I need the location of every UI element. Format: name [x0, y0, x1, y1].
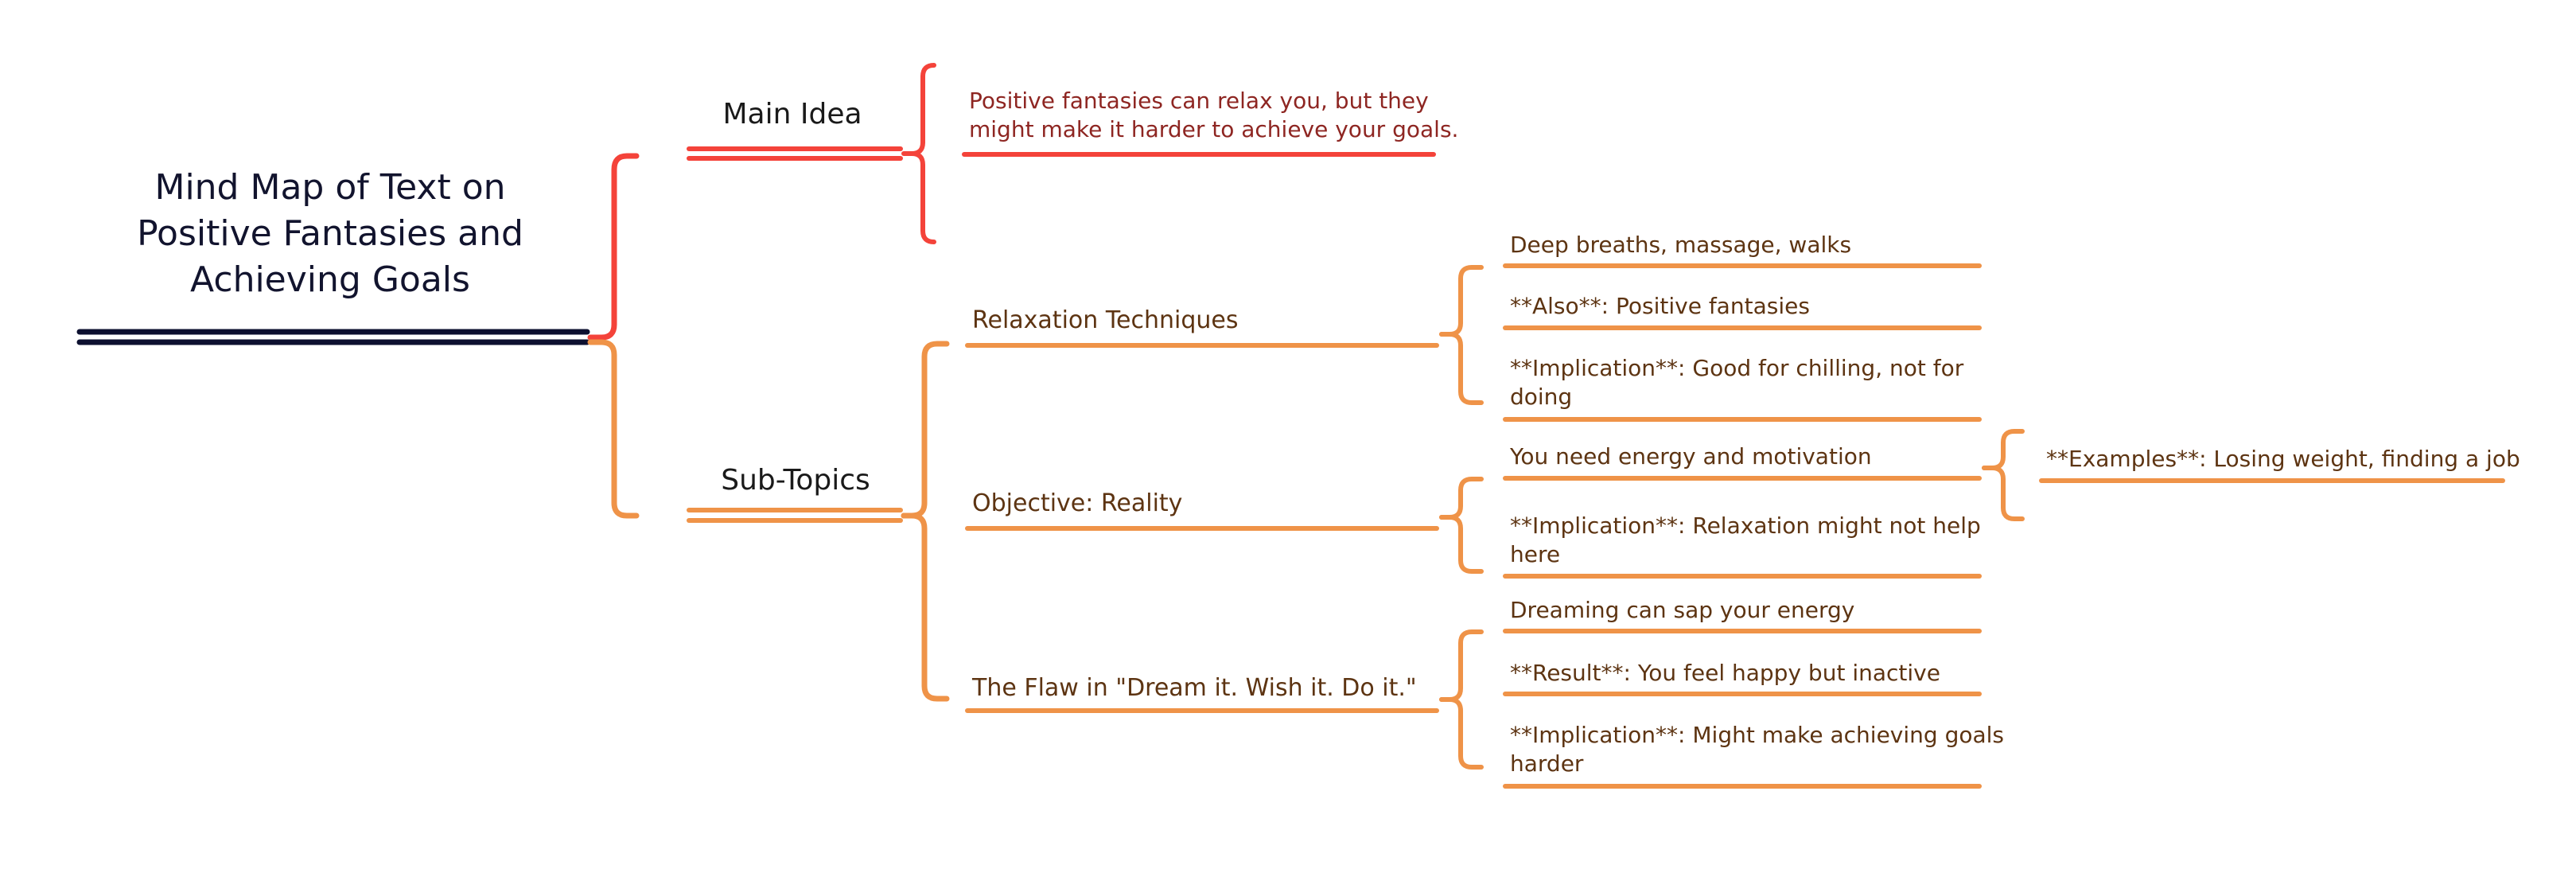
leaf-result-happy-inactive-label: **Result**: You feel happy but inactive: [1510, 660, 1940, 686]
root-label-line-2: Positive Fantasies and: [137, 213, 523, 254]
the-flaw-brace: [1439, 629, 1484, 770]
node-relaxation-techniques-label: Relaxation Techniques: [972, 306, 1239, 334]
sub-topics-brace-upper: [901, 341, 950, 519]
leaf-deep-breaths-label: Deep breaths, massage, walks: [1510, 232, 1851, 258]
node-relaxation-techniques[interactable]: Relaxation Techniques: [965, 306, 1439, 348]
leaf-implication-chilling-line-1: **Implication**: Good for chilling, not …: [1510, 355, 1964, 381]
node-the-flaw-label: The Flaw in "Dream it. Wish it. Do it.": [971, 674, 1417, 702]
leaf-implication-chilling[interactable]: **Implication**: Good for chilling, not …: [1503, 355, 1982, 422]
leaf-also-positive-fantasies-label: **Also**: Positive fantasies: [1510, 293, 1810, 319]
main-idea-brace: [901, 63, 936, 244]
relaxation-brace-lower: [1439, 332, 1484, 405]
node-objective-reality[interactable]: Objective: Reality: [965, 489, 1439, 531]
leaf-dreaming-sap-energy-label: Dreaming can sap your energy: [1510, 597, 1854, 623]
objective-reality-brace-upper: [1439, 477, 1484, 520]
leaf-implication-harder-line-1: **Implication**: Might make achieving go…: [1510, 722, 2004, 748]
leaf-implication-chilling-line-2: doing: [1510, 384, 1572, 410]
the-flaw-brace-upper: [1439, 629, 1484, 702]
need-energy-brace-upper: [1982, 429, 2025, 470]
leaf-implication-harder-line-2: harder: [1510, 750, 1584, 777]
root-brace-lower-orange: [587, 339, 640, 519]
leaf-implication-relaxation-line-1: **Implication**: Relaxation might not he…: [1510, 512, 1981, 539]
need-energy-brace: [1982, 429, 2025, 521]
branch-sub-topics-label: Sub-Topics: [721, 464, 870, 497]
leaf-main-idea[interactable]: Positive fantasies can relax you, but th…: [962, 88, 1458, 157]
leaf-need-energy-label: You need energy and motivation: [1509, 443, 1872, 470]
objective-reality-brace-lower: [1439, 515, 1484, 574]
leaf-deep-breaths[interactable]: Deep breaths, massage, walks: [1503, 232, 1982, 268]
leaf-need-energy[interactable]: You need energy and motivation: [1503, 443, 1982, 481]
leaf-main-idea-line-2: might make it harder to achieve your goa…: [969, 116, 1458, 142]
branch-main-idea-label: Main Idea: [722, 98, 862, 131]
node-the-flaw[interactable]: The Flaw in "Dream it. Wish it. Do it.": [965, 674, 1439, 713]
leaf-implication-relaxation-line-2: here: [1510, 541, 1560, 567]
leaf-also-positive-fantasies[interactable]: **Also**: Positive fantasies: [1503, 293, 1982, 330]
relaxation-brace: [1439, 265, 1484, 405]
root-label-line-1: Mind Map of Text on: [154, 167, 505, 208]
relaxation-brace-upper: [1439, 265, 1484, 337]
root-brace: [587, 153, 640, 519]
leaf-implication-relaxation[interactable]: **Implication**: Relaxation might not he…: [1503, 512, 1982, 579]
leaf-implication-harder[interactable]: **Implication**: Might make achieving go…: [1503, 722, 2004, 789]
main-idea-brace-path: [901, 63, 936, 244]
root-node[interactable]: Mind Map of Text on Positive Fantasies a…: [76, 167, 590, 345]
sub-topics-brace-lower: [901, 512, 950, 702]
node-objective-reality-label: Objective: Reality: [972, 489, 1182, 517]
root-label-line-3: Achieving Goals: [190, 259, 470, 300]
leaf-examples-losing-weight-label: **Examples**: Losing weight, finding a j…: [2046, 446, 2520, 472]
leaf-dreaming-sap-energy[interactable]: Dreaming can sap your energy: [1503, 597, 1982, 633]
leaf-result-happy-inactive[interactable]: **Result**: You feel happy but inactive: [1503, 660, 1982, 696]
branch-sub-topics[interactable]: Sub-Topics: [687, 464, 903, 523]
leaf-examples-losing-weight[interactable]: **Examples**: Losing weight, finding a j…: [2039, 446, 2520, 483]
objective-reality-brace: [1439, 477, 1484, 574]
the-flaw-brace-lower: [1439, 697, 1484, 770]
need-energy-brace-lower: [1982, 466, 2025, 521]
branch-main-idea[interactable]: Main Idea: [687, 98, 903, 161]
root-brace-upper-red: [587, 153, 640, 341]
sub-topics-brace: [901, 341, 950, 702]
leaf-main-idea-line-1: Positive fantasies can relax you, but th…: [969, 88, 1429, 114]
